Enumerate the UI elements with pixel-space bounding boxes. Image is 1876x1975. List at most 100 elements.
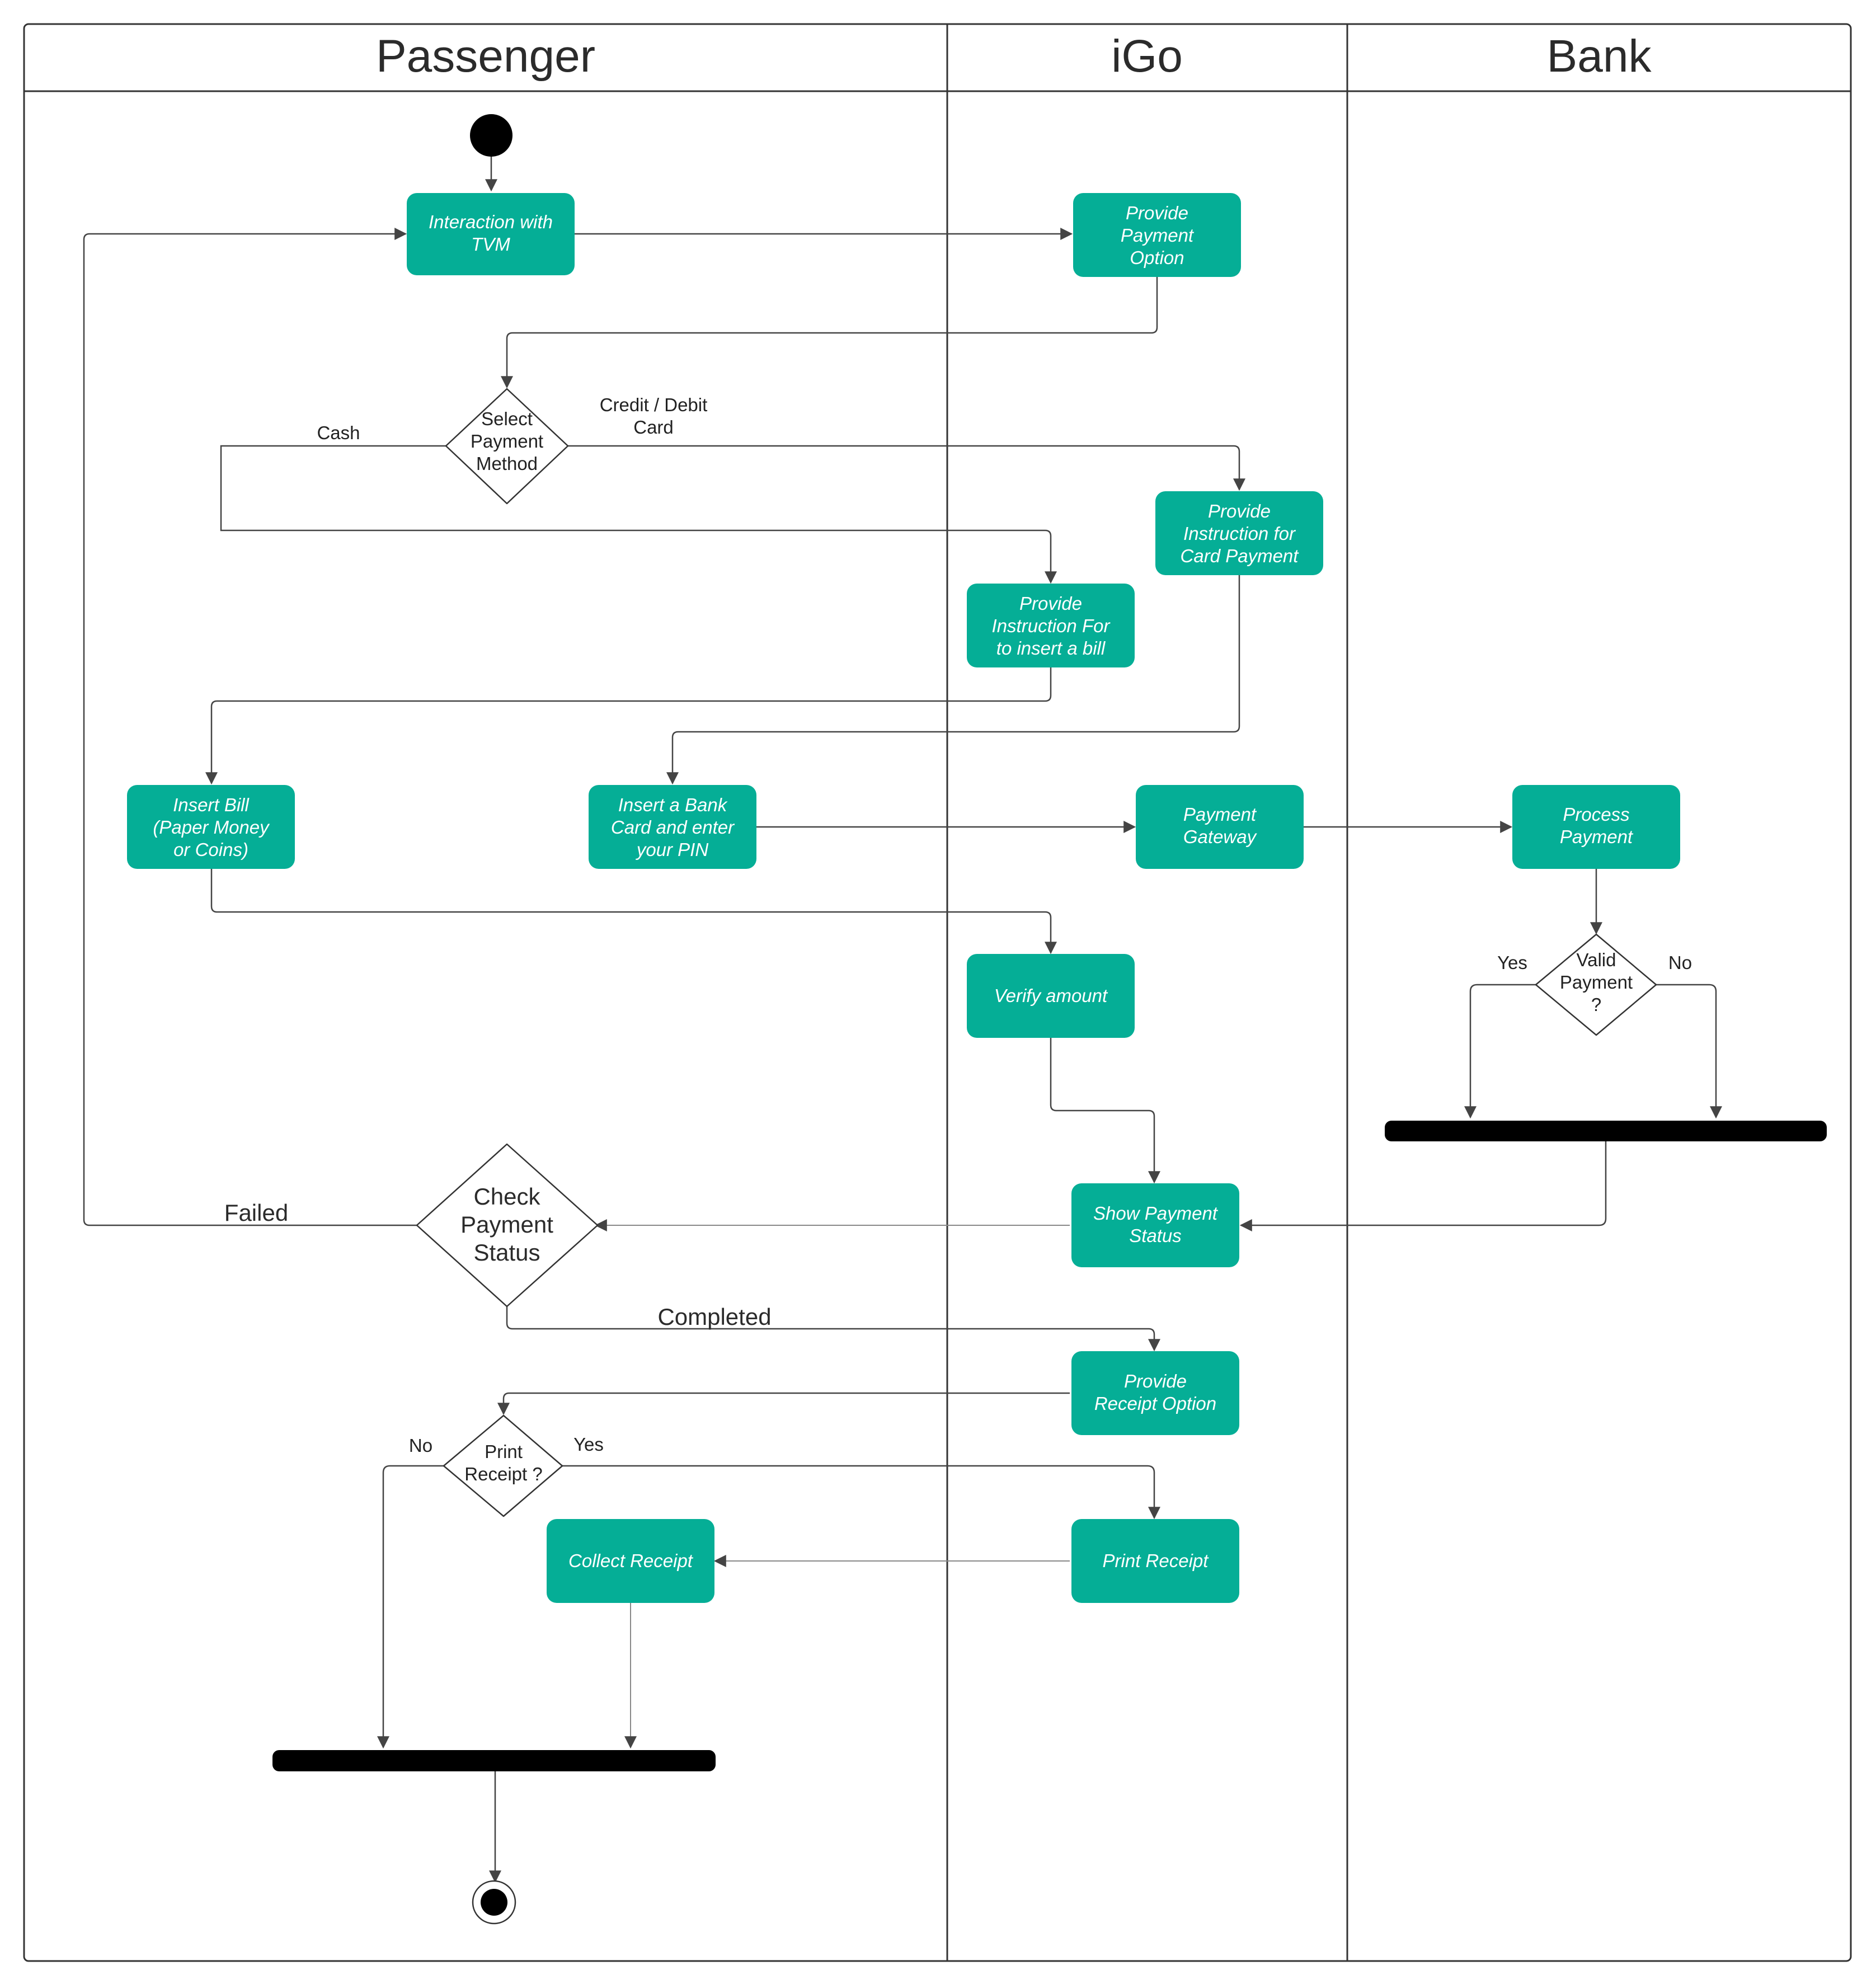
flow-failed-to-interaction [83, 228, 417, 1226]
activity-label: Card and enter [611, 817, 735, 838]
label-cash: Cash [317, 422, 360, 443]
activity-label: Collect Receipt [568, 1550, 694, 1571]
label-valid-yes: Yes [1497, 952, 1527, 973]
activity-label: Instruction For [992, 615, 1111, 636]
final-join-bar [272, 1750, 716, 1771]
decision-label: Valid [1577, 949, 1616, 970]
flow-print-yes-to-print-receipt [562, 1465, 1160, 1520]
activity-collect-receipt: Collect Receipt [547, 1519, 714, 1603]
activity-label: TVM [471, 234, 510, 255]
label-completed: Completed [657, 1304, 771, 1330]
activity-label: Print Receipt [1103, 1550, 1210, 1571]
flow-bank-join-to-show-status [1239, 1141, 1607, 1231]
activity-label: Receipt Option [1094, 1393, 1216, 1414]
decision-label: ? [1591, 994, 1601, 1015]
swimlane-frame [23, 23, 1852, 1962]
flow-lines [83, 156, 1722, 1883]
activity-label: Provide [1124, 1371, 1187, 1391]
flow-payment-option-to-select [501, 277, 1158, 389]
label-valid-no: No [1668, 952, 1692, 973]
decision-label: Check [473, 1183, 540, 1210]
activity-label: Provide [1126, 203, 1188, 223]
bank-join-bar [1385, 1121, 1827, 1141]
activity-label: Insert Bill [173, 794, 250, 815]
activity-label: Show Payment [1093, 1203, 1219, 1224]
activity-print-receipt: Print Receipt [1071, 1519, 1239, 1603]
decision-label: Payment [460, 1211, 553, 1238]
activity-label: Provide [1208, 501, 1271, 521]
activity-label: Interaction with [429, 211, 553, 232]
flow-card-to-card-instruction [568, 445, 1245, 491]
activity-label: or Coins) [173, 839, 248, 860]
lane-title-passenger: Passenger [376, 31, 595, 82]
activity-label: Verify amount [994, 985, 1108, 1006]
lane-title-bank: Bank [1547, 31, 1652, 82]
start-node [470, 114, 513, 157]
activity-verify-amount: Verify amount [967, 954, 1135, 1038]
label-line: Credit / Debit [600, 394, 708, 415]
decision-label: Payment [471, 431, 543, 452]
decision-label: Method [476, 453, 538, 474]
activity-label: Insert a Bank [618, 794, 728, 815]
label-print-yes: Yes [573, 1434, 604, 1455]
activity-label: (Paper Money [153, 817, 270, 838]
activity-label: Payment [1183, 804, 1257, 825]
end-node [472, 1880, 516, 1925]
activity-label: Option [1130, 247, 1184, 268]
decision-label: Select [481, 408, 533, 429]
flow-print-no-to-final-join [377, 1465, 444, 1749]
activity-label: Instruction for [1183, 523, 1296, 544]
svg-text:Verify amount: Verify amount [994, 985, 1108, 1006]
flow-bill-instruction-to-insert-bill [205, 667, 1052, 785]
activity-label: Card Payment [1181, 546, 1300, 566]
activity-label: Provide [1019, 593, 1082, 614]
decision-label: Print [485, 1441, 523, 1462]
decision-label: Status [473, 1239, 540, 1266]
activity-label: Status [1129, 1225, 1182, 1246]
activity-label: Process [1563, 804, 1629, 825]
flow-card-instruction-to-insert-card [666, 575, 1240, 785]
flow-receipt-option-to-print-decision [497, 1392, 1070, 1416]
svg-text:Collect Receipt: Collect Receipt [568, 1550, 694, 1571]
activity-label: your PIN [636, 839, 709, 860]
decision-label: Receipt ? [464, 1464, 542, 1484]
flow-valid-no-to-join [1656, 984, 1722, 1119]
decision-label: Payment [1560, 972, 1633, 993]
flow-insert-bill-to-verify [210, 869, 1057, 954]
flow-cash-to-bill-instruction [220, 445, 1057, 584]
activity-label: Payment [1121, 225, 1195, 246]
activity-label: Payment [1560, 826, 1634, 847]
flow-valid-yes-to-join [1464, 984, 1536, 1119]
label-failed: Failed [224, 1200, 288, 1226]
activity-label: Gateway [1183, 826, 1258, 847]
